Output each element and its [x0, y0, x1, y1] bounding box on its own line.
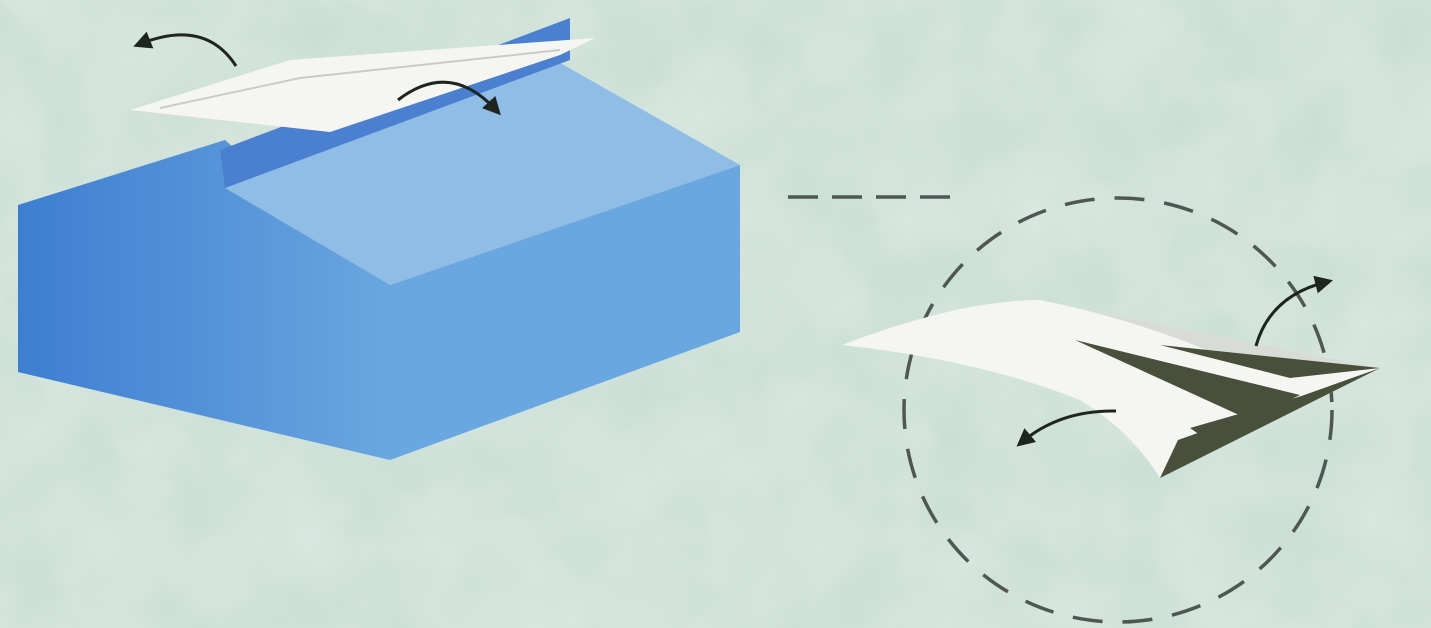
curved-arrow-icon	[397, 80, 501, 116]
curved-arrow-icon	[1016, 409, 1117, 447]
flying-plane-shade	[1040, 300, 1380, 368]
dashed-zoom-circle	[902, 196, 1334, 624]
block-top-face	[225, 60, 740, 285]
paper-plane-on-block	[130, 38, 595, 132]
plane-fold-dark-1	[1075, 340, 1300, 420]
plane-fold-dark-4	[1190, 385, 1340, 442]
curved-arrow-icon	[133, 31, 238, 67]
block-front-face	[390, 165, 740, 460]
curved-arrow-icon	[1254, 275, 1333, 347]
plane-fold-dark-2	[1160, 345, 1380, 378]
plane-wing	[130, 38, 595, 132]
paper-plane-flying	[842, 300, 1380, 478]
plane-crease	[159, 49, 561, 109]
plane-fold-dark-3	[1160, 368, 1380, 478]
